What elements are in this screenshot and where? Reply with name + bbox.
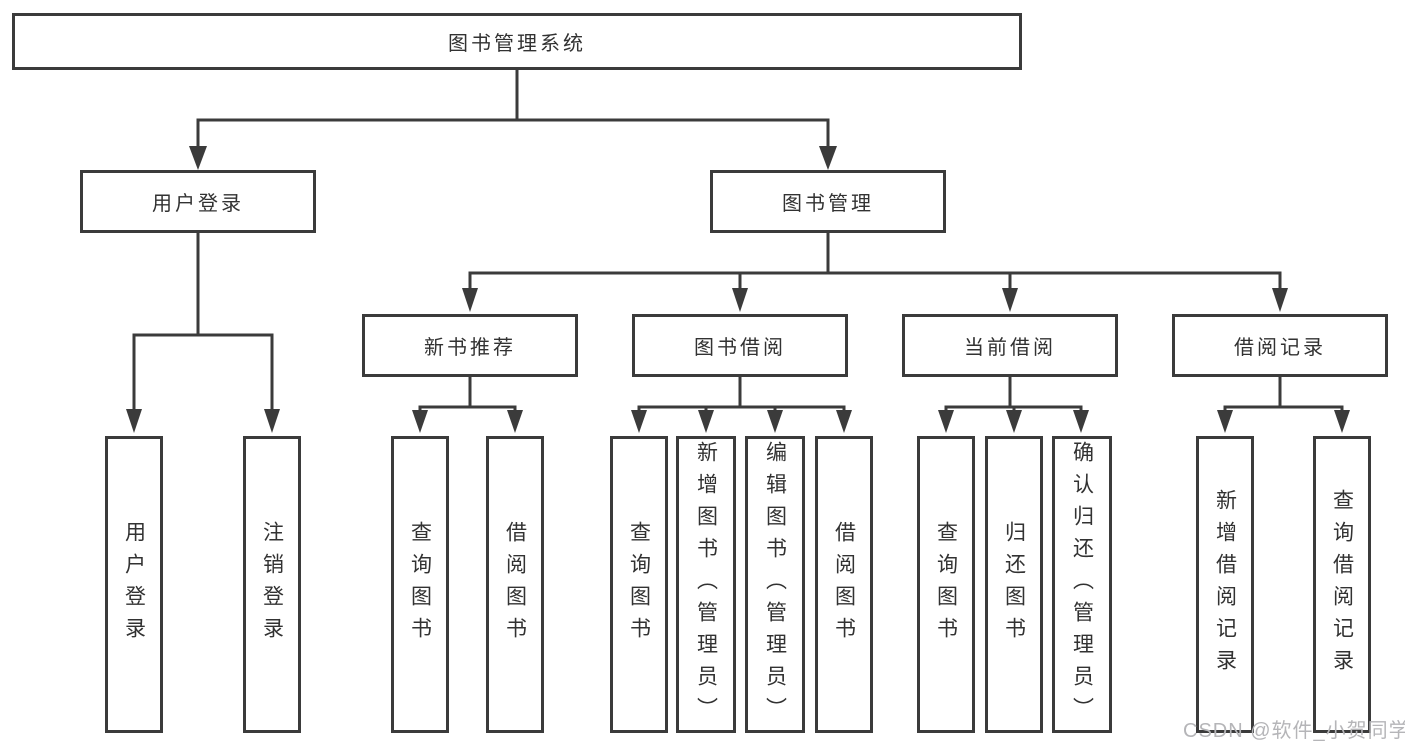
leaf-confirm-return-admin: 确认归还（管理员） [1052,436,1112,733]
node-label: 借阅记录 [1234,337,1326,359]
leaf-edit-book-admin: 编辑图书（管理员） [745,436,805,733]
node-current-borrowing: 当前借阅 [902,314,1118,377]
node-borrowing-records: 借阅记录 [1172,314,1388,377]
node-label: 查询图书 [627,520,651,649]
node-label: 借阅图书 [832,520,856,649]
node-label: 图书借阅 [694,337,786,359]
node-label: 新增图书（管理员） [694,440,718,729]
node-label: 归还图书 [1002,520,1026,649]
leaf-recommend-borrow-books: 借阅图书 [486,436,544,733]
node-label: 用户登录 [152,193,244,215]
node-label: 当前借阅 [964,337,1056,359]
node-label: 确认归还（管理员） [1070,440,1094,729]
node-label: 查询借阅记录 [1330,488,1354,681]
node-label: 编辑图书（管理员） [763,440,787,729]
node-library-system: 图书管理系统 [12,13,1022,70]
watermark: CSDN @软件_小贺同学 [1183,720,1405,742]
node-label: 新增借阅记录 [1213,488,1237,681]
node-label: 查询图书 [408,520,432,649]
leaf-user-login: 用户登录 [105,436,163,733]
node-label: 借阅图书 [503,520,527,649]
node-book-borrowing: 图书借阅 [632,314,848,377]
leaf-return-book: 归还图书 [985,436,1043,733]
leaf-query-borrow-record: 查询借阅记录 [1313,436,1371,733]
leaf-logout: 注销登录 [243,436,301,733]
leaf-add-borrow-record: 新增借阅记录 [1196,436,1254,733]
node-label: 图书管理系统 [448,33,586,55]
node-label: 注销登录 [260,520,284,649]
leaf-recommend-query-books: 查询图书 [391,436,449,733]
leaf-borrow-book: 借阅图书 [815,436,873,733]
leaf-add-book-admin: 新增图书（管理员） [676,436,736,733]
leaf-current-query-books: 查询图书 [917,436,975,733]
node-label: 用户登录 [122,520,146,649]
node-book-management: 图书管理 [710,170,946,233]
leaf-borrow-query-books: 查询图书 [610,436,668,733]
node-user-login: 用户登录 [80,170,316,233]
node-new-book-recommend: 新书推荐 [362,314,578,377]
node-label: 新书推荐 [424,337,516,359]
node-label: 图书管理 [782,193,874,215]
node-label: 查询图书 [934,520,958,649]
